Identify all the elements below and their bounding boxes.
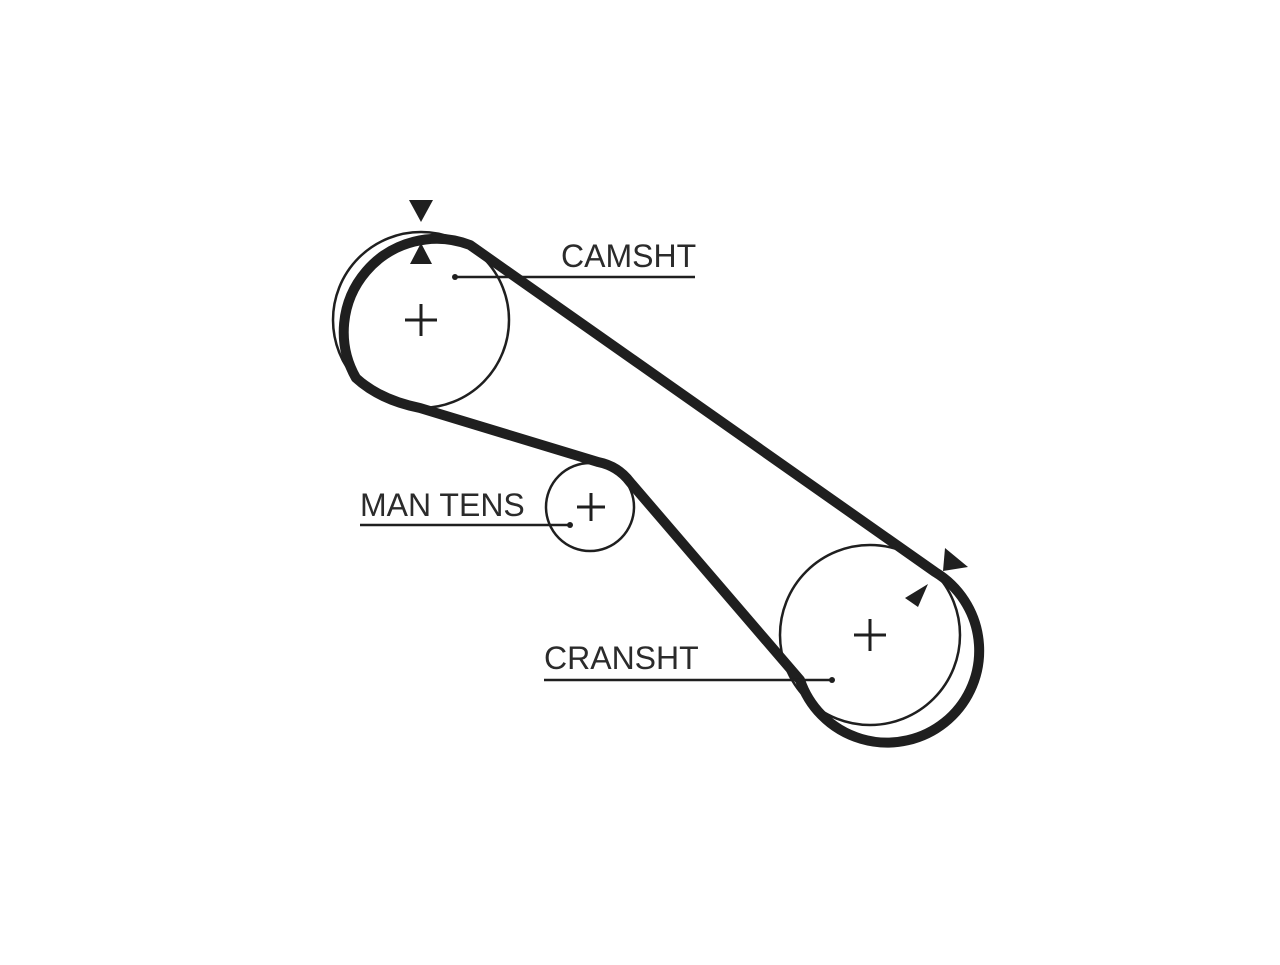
tensioner-center-mark: [577, 493, 605, 521]
camshaft-timing-mark-outer-icon: [409, 200, 433, 222]
timing-belt: [338, 233, 985, 748]
tensioner-callout: MAN TENS: [360, 487, 573, 528]
camshaft-callout: CAMSHT: [452, 238, 696, 280]
crankshaft-label: CRANSHT: [544, 640, 699, 676]
camshaft-label: CAMSHT: [561, 238, 696, 274]
crankshaft-timing-mark-inner-icon: [905, 584, 928, 607]
crankshaft-pulley: [778, 543, 962, 727]
camshaft-center-mark: [405, 304, 437, 336]
crankshaft-callout: CRANSHT: [544, 640, 835, 683]
camshaft-timing-mark-inner-icon: [410, 243, 432, 264]
crankshaft-center-mark: [854, 619, 886, 651]
tensioner-label: MAN TENS: [360, 487, 525, 523]
crankshaft-timing-mark-outer-icon: [943, 548, 968, 571]
